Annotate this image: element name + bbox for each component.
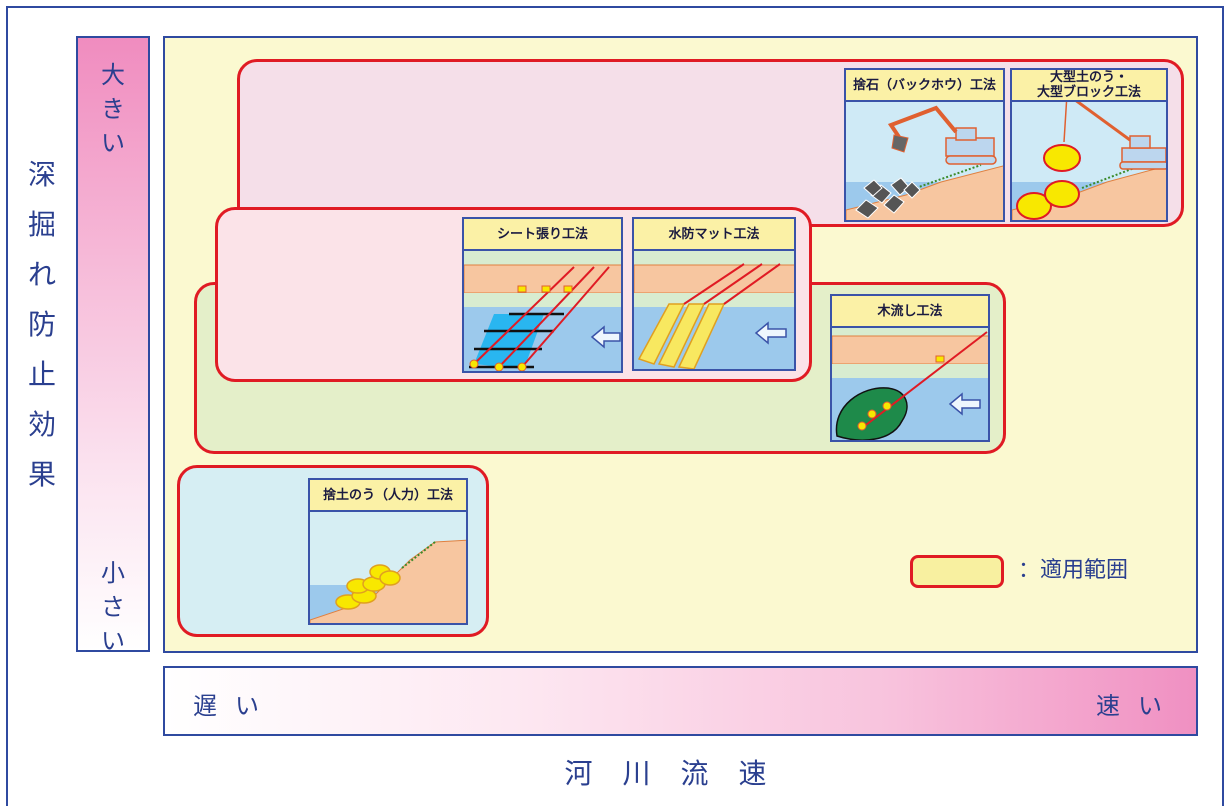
panel-sheet: シート張り工法 [462,217,623,373]
y-high-char: き [101,95,125,123]
panel-title: 水防マット工法 [634,219,794,251]
y-high-char: い [101,129,125,157]
mat-illustration [634,247,794,369]
crane-illustration [1012,92,1166,220]
panel-title-line: 大型土のう・ [1049,70,1128,85]
panel-title: 大型土のう・ 大型ブロック工法 [1012,70,1166,102]
panel-title: 木流し工法 [832,296,988,328]
tree-illustration [832,324,988,440]
y-axis-char: 深 [27,158,56,191]
panel-sute-donou: 捨土のう（人力）工法 [308,478,468,625]
sheet-illustration [464,247,621,371]
y-axis-char: れ [27,258,56,291]
y-axis-char: 掘 [27,208,56,241]
panel-title: 捨石（バックホウ）工法 [846,70,1003,102]
y-axis-char: 果 [27,458,56,491]
y-low-char: 小 [101,559,125,587]
y-high-char: 大 [101,61,125,89]
panel-title: シート張り工法 [464,219,621,251]
legend-swatch [910,555,1004,588]
sandbag-illustration [310,510,466,623]
x-gradient-bar: 遅い 速い [163,666,1198,736]
y-axis-char: 止 [27,358,56,391]
y-axis-label: 深 掘 れ 防 止 効 果 [22,150,62,500]
y-gradient-bar: 大 き い 小 さ い [76,36,150,655]
x-slow-label: 遅い [193,692,277,720]
panel-title-line: 大型ブロック工法 [1036,85,1141,100]
x-fast-label: 速い [1096,692,1180,720]
panel-suibo-mat: 水防マット工法 [632,217,796,371]
y-low-label: 小 さ い [78,556,148,658]
panel-ki-nagashi: 木流し工法 [830,294,990,442]
backhoe-illustration [846,105,1003,220]
panel-sute-ishi: 捨石（バックホウ）工法 [844,68,1005,222]
y-low-char: さ [101,593,125,621]
outer-frame [6,6,1224,806]
y-high-label: 大 き い [78,58,148,160]
x-axis-label: 河川流速 [564,757,797,790]
y-low-char: い [101,627,125,655]
y-axis-char: 効 [27,408,56,441]
panel-title: 捨土のう（人力）工法 [310,480,466,512]
panel-ogata-donou: 大型土のう・ 大型ブロック工法 [1010,68,1168,222]
legend-label: ：適用範囲 [1018,558,1129,583]
y-axis-char: 防 [27,308,56,341]
